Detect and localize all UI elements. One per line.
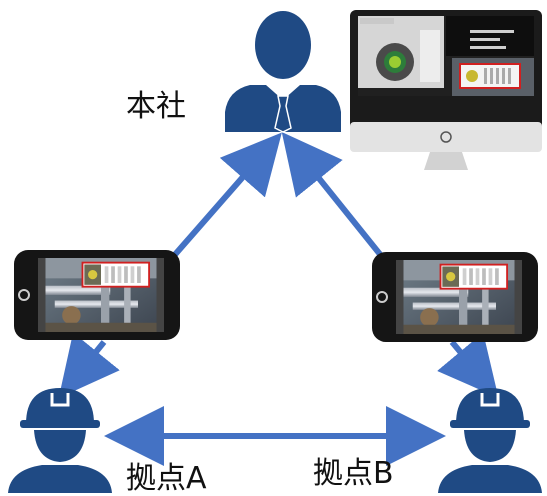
headquarters-label: 本社 <box>126 89 186 124</box>
arrow-phone-a-to-site-a <box>58 332 120 398</box>
arrow-phone-a-to-hq <box>169 132 282 260</box>
arrow-phone-b-to-hq <box>281 131 386 260</box>
hardhat-worker-icon <box>438 388 542 493</box>
desktop-monitor-icon <box>350 10 542 170</box>
smartphone-icon <box>14 250 180 340</box>
smartphone-icon <box>372 252 538 342</box>
arrow-phone-b-to-site-b <box>437 332 499 398</box>
hardhat-worker-icon <box>8 388 112 493</box>
businessman-icon <box>225 11 341 133</box>
site-b-label: 拠点B <box>313 456 394 491</box>
site-a-label: 拠点A <box>126 461 207 496</box>
